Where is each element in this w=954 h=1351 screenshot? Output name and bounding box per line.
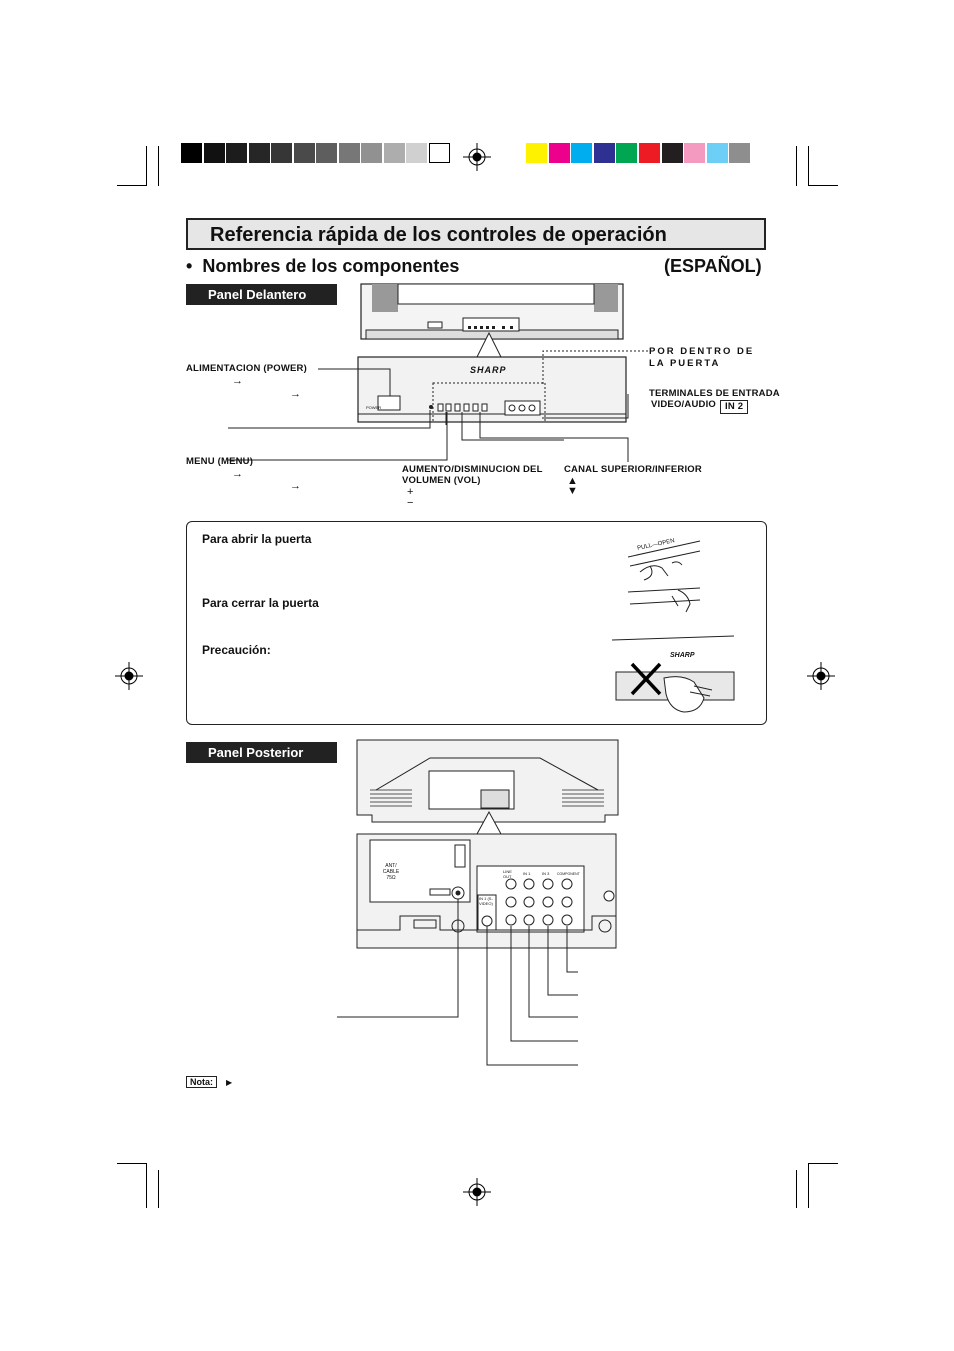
color-swatch bbox=[684, 143, 706, 163]
gray-swatch bbox=[361, 143, 382, 163]
color-swatch bbox=[729, 143, 751, 163]
menu-label: MENU (MENU) bbox=[186, 456, 254, 467]
close-door-heading: Para cerrar la puerta bbox=[202, 596, 319, 610]
crop-mark bbox=[158, 1170, 159, 1208]
gray-swatch bbox=[338, 143, 360, 163]
crop-mark bbox=[808, 146, 809, 186]
crop-mark bbox=[117, 185, 147, 186]
color-swatch bbox=[548, 143, 570, 163]
crop-mark bbox=[146, 1163, 147, 1208]
gray-swatch bbox=[226, 143, 247, 163]
open-door-heading: Para abrir la puerta bbox=[202, 532, 312, 546]
volume-minus: − bbox=[407, 497, 414, 509]
gray-swatch bbox=[181, 143, 202, 163]
in1-svideo-label: IN 1 (S-VIDEO) bbox=[479, 896, 493, 906]
gray-swatch bbox=[316, 143, 337, 163]
gray-swatch bbox=[271, 143, 292, 163]
crop-mark bbox=[796, 146, 797, 186]
ant-label-2: CABLE bbox=[382, 869, 400, 875]
channel-down: ▼ bbox=[567, 485, 578, 497]
crop-mark bbox=[158, 146, 159, 186]
color-swatch bbox=[706, 143, 728, 163]
nota-label: Nota: bbox=[186, 1076, 217, 1088]
power-arrow-1: → bbox=[232, 375, 243, 387]
color-swatch bbox=[616, 143, 638, 163]
language-label: (ESPAÑOL) bbox=[664, 256, 762, 276]
in3-label: IN 3 bbox=[542, 871, 550, 876]
power-label: ALIMENTACION (POWER) bbox=[186, 363, 307, 374]
crop-mark bbox=[796, 1170, 797, 1208]
subtitle-text: Nombres de los componentes bbox=[202, 256, 460, 276]
front-panel-label: Panel Delantero bbox=[186, 284, 337, 305]
nota-arrow-icon: ▶ bbox=[226, 1078, 233, 1087]
crop-mark bbox=[808, 1163, 809, 1208]
crop-mark bbox=[146, 146, 147, 186]
gray-swatch bbox=[248, 143, 270, 163]
section-subtitle: • Nombres de los componentes bbox=[186, 256, 459, 277]
line-out-label: LINE OUT bbox=[503, 869, 512, 879]
ant-label-1: ANT/ bbox=[385, 863, 397, 869]
in1-label: IN 1 bbox=[523, 871, 531, 876]
power-button-text: POWER bbox=[366, 405, 382, 410]
door-instructions-box bbox=[186, 521, 767, 725]
input-terminals-label: TERMINALES DE ENTRADA bbox=[649, 388, 780, 399]
ant-label-3: 75Ω bbox=[386, 875, 396, 881]
gray-swatch bbox=[293, 143, 315, 163]
color-swatch bbox=[571, 143, 593, 163]
page-title: Referencia rápida de los controles de op… bbox=[210, 224, 667, 246]
page-title-box: Referencia rápida de los controles de op… bbox=[186, 218, 766, 250]
gray-swatch bbox=[406, 143, 427, 163]
crop-mark bbox=[117, 1163, 147, 1164]
color-swatch bbox=[639, 143, 660, 163]
power-arrow-2: → bbox=[290, 388, 301, 400]
channel-up: ▲ bbox=[567, 475, 578, 487]
channel-label: CANAL SUPERIOR/INFERIOR bbox=[564, 464, 702, 475]
crop-mark bbox=[808, 185, 838, 186]
gray-swatch bbox=[383, 143, 405, 163]
door-brand-logo: SHARP bbox=[670, 652, 695, 659]
front-brand-logo: SHARP bbox=[470, 365, 507, 375]
volume-label-1: AUMENTO/DISMINUCION DEL bbox=[402, 464, 543, 475]
gray-swatch bbox=[203, 143, 225, 163]
menu-arrow-1: → bbox=[232, 468, 243, 480]
inside-door-label: POR DENTRO DE LA PUERTA bbox=[649, 346, 755, 369]
color-swatch bbox=[593, 143, 615, 163]
crop-mark bbox=[808, 1163, 838, 1164]
input-terminals-sub: VIDEO/AUDIO bbox=[651, 399, 717, 410]
bullet: • bbox=[186, 256, 193, 276]
ant-cable-label: ANT/ CABLE 75Ω bbox=[380, 863, 402, 881]
color-swatch bbox=[526, 143, 547, 163]
volume-label-2: VOLUMEN (VOL) bbox=[402, 475, 481, 486]
component-label: COMPONENT bbox=[557, 872, 580, 876]
color-swatch bbox=[661, 143, 683, 163]
menu-arrow-2: → bbox=[290, 480, 301, 492]
input-badge: IN 2 bbox=[720, 400, 749, 414]
volume-plus: + bbox=[407, 486, 414, 498]
gray-swatch bbox=[428, 143, 450, 163]
rear-panel-label: Panel Posterior bbox=[186, 742, 337, 763]
caution-heading: Precaución: bbox=[202, 643, 271, 657]
